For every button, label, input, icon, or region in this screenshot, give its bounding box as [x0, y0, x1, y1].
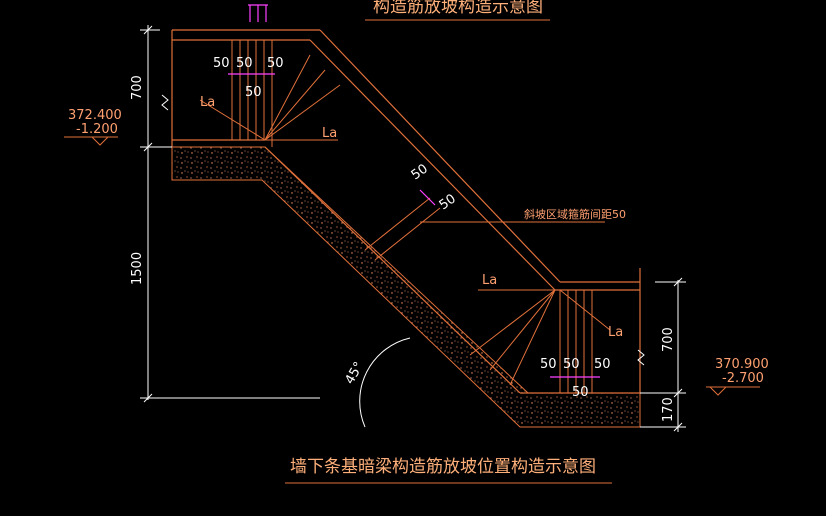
- slope-note: 斜坡区域箍筋间距50: [524, 207, 626, 221]
- bottom-title: 墙下条基暗梁构造筋放坡位置构造示意图: [290, 457, 596, 477]
- la-label-lower-right: La: [608, 325, 623, 340]
- lower-anchor-bars: [469, 289, 611, 386]
- right-relative-level: -2.700: [722, 371, 764, 386]
- dim-50-g: 50: [594, 357, 611, 372]
- dim-ticks: [228, 4, 600, 378]
- dim-50-a: 50: [213, 56, 230, 71]
- top-title: 构造筋放坡构造示意图: [373, 0, 543, 17]
- dim-50-slope-a: 50: [409, 161, 431, 183]
- dim-50-c: 50: [267, 56, 284, 71]
- stirrup-leader: [364, 197, 605, 261]
- concrete-slab: [171, 146, 641, 428]
- la-label-lower-left: La: [482, 273, 497, 288]
- sloped-beam: [264, 29, 641, 394]
- dim-50-d: 50: [245, 85, 262, 100]
- dim-700-left: 700: [130, 75, 145, 100]
- upper-anchor-bars: [199, 54, 341, 141]
- left-dimension-lines: [140, 25, 320, 403]
- upper-beam: [171, 29, 320, 147]
- dim-50-f: 50: [563, 357, 580, 372]
- dim-700-right: 700: [661, 327, 676, 352]
- upper-vertical-rebars: [231, 40, 273, 147]
- dim-50-e: 50: [540, 357, 557, 372]
- la-label-upper-left: La: [200, 95, 215, 110]
- la-label-upper-right: La: [322, 126, 337, 141]
- right-level-marker: [706, 386, 760, 396]
- angle-label: 45°: [342, 360, 367, 387]
- dim-170: 170: [661, 397, 676, 422]
- dim-50-slope-b: 50: [437, 191, 459, 213]
- right-elevation: 370.900: [715, 357, 769, 372]
- angle-arc: [359, 337, 411, 428]
- left-level-marker: [64, 136, 118, 146]
- right-dimension-lines: [637, 277, 686, 432]
- lower-vertical-rebars: [559, 290, 593, 393]
- left-elevation: 372.400: [68, 108, 122, 123]
- dim-50-b: 50: [236, 56, 253, 71]
- left-relative-level: -1.200: [76, 122, 118, 137]
- dim-50-h: 50: [572, 385, 589, 400]
- dim-1500: 1500: [130, 252, 145, 285]
